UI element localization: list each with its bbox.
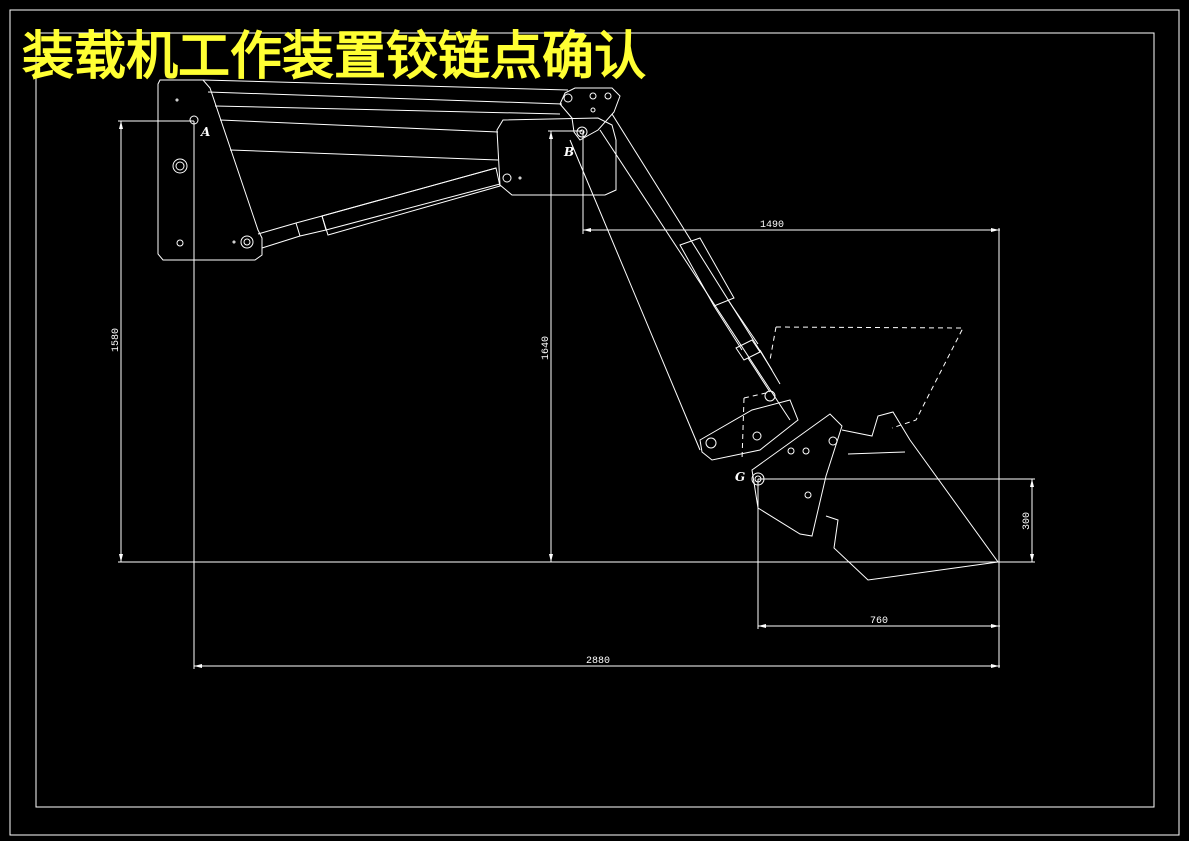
link-hole-2 bbox=[802, 447, 810, 455]
link-upper-2 bbox=[207, 91, 563, 105]
bracket-hole-1 bbox=[705, 437, 717, 449]
lift-cylinder-body bbox=[321, 167, 501, 236]
point-labels: A B G bbox=[200, 125, 745, 484]
phantom-edge bbox=[769, 326, 777, 361]
bell-crank bbox=[559, 87, 621, 141]
crank-hole-2 bbox=[589, 92, 597, 100]
tilt-rod-4 bbox=[759, 349, 781, 385]
link-upper-1 bbox=[202, 79, 569, 91]
boom-bracket bbox=[699, 399, 799, 461]
tilt-rod-2 bbox=[727, 299, 759, 345]
loader-mechanism bbox=[157, 79, 999, 581]
arrow-760-left bbox=[758, 624, 766, 628]
link-upper-4 bbox=[219, 119, 499, 133]
phantom-bucket bbox=[775, 326, 964, 429]
bucket-raised-phantom bbox=[741, 326, 964, 461]
arrow-2880-right bbox=[991, 664, 999, 668]
point-a-label: A bbox=[200, 125, 210, 139]
rocker-hole bbox=[502, 173, 512, 183]
tilt-rod-end bbox=[735, 339, 761, 361]
frame-dot-2 bbox=[232, 240, 236, 244]
phantom-edge-2 bbox=[741, 397, 745, 461]
phantom-edge-3 bbox=[743, 391, 771, 399]
link-hole-4 bbox=[804, 491, 812, 499]
dim-1640-label: 1640 bbox=[541, 336, 552, 360]
tilt-rod-1 bbox=[713, 305, 743, 351]
dimension-arrows bbox=[119, 121, 1034, 668]
dim-1580-label: 1580 bbox=[111, 328, 122, 352]
dim-1490-label: 1490 bbox=[760, 220, 784, 231]
bucket-outline bbox=[825, 411, 999, 581]
bucket-inner-1 bbox=[847, 451, 906, 455]
lift-piston-bot bbox=[325, 183, 501, 231]
frame-hole-cyl bbox=[240, 235, 254, 249]
arrow-1580-bot bbox=[119, 554, 123, 562]
tilt-cylinder-body bbox=[679, 237, 735, 307]
outer-border bbox=[9, 9, 1180, 836]
link-hole-3 bbox=[828, 436, 838, 446]
boom-edge-right bbox=[599, 129, 791, 421]
point-g-label: G bbox=[735, 470, 745, 484]
dimension-lines bbox=[118, 120, 1035, 669]
drawing-frame bbox=[9, 9, 1180, 836]
arrow-2880-left bbox=[194, 664, 202, 668]
arrow-760-right bbox=[991, 624, 999, 628]
point-b-label: B bbox=[563, 145, 574, 159]
boom-edge-left bbox=[569, 139, 701, 451]
pivot-b bbox=[576, 126, 588, 138]
arrow-300-bot bbox=[1030, 554, 1034, 562]
bracket-hole-3 bbox=[764, 390, 776, 402]
boom-link-inner bbox=[611, 113, 773, 371]
link-upper-3 bbox=[214, 105, 561, 115]
drawing-title: 装载机工作装置铰链点确认 bbox=[22, 26, 646, 87]
crank-hole-1 bbox=[563, 93, 573, 103]
arrow-300-top bbox=[1030, 479, 1034, 487]
frame-hole-inner bbox=[175, 161, 185, 171]
frame-hole-lower bbox=[176, 239, 184, 247]
link-hole-1 bbox=[787, 447, 795, 455]
dimension-labels: 1490 1580 1640 300 760 2880 bbox=[111, 220, 1033, 667]
arrow-1580-top bbox=[119, 121, 123, 129]
pivot-b-inner bbox=[579, 129, 585, 135]
link-middle bbox=[229, 149, 499, 161]
frame-hole-large bbox=[172, 158, 188, 174]
rocker-dot bbox=[518, 176, 522, 180]
crank-hole-3 bbox=[604, 92, 612, 100]
lift-rod-bot bbox=[261, 235, 301, 249]
bucket-link-plate bbox=[751, 413, 843, 537]
frame-hole-cyl-inner bbox=[243, 238, 251, 246]
crank-hole-4 bbox=[590, 107, 596, 113]
inner-border bbox=[35, 32, 1155, 808]
dim-2880-label: 2880 bbox=[586, 656, 610, 667]
arrow-1640-top bbox=[549, 131, 553, 139]
bracket-hole-2 bbox=[752, 431, 762, 441]
lift-rod-top bbox=[257, 222, 297, 235]
frame-plate bbox=[157, 79, 263, 261]
arrow-1490-left bbox=[583, 228, 591, 232]
tilt-rod-3 bbox=[747, 357, 771, 393]
lift-cylinder-small bbox=[295, 215, 327, 237]
arrow-1490-right bbox=[991, 228, 999, 232]
dim-760-label: 760 bbox=[870, 616, 888, 627]
dim-300-label: 300 bbox=[1022, 512, 1033, 530]
arrow-1640-bot bbox=[549, 554, 553, 562]
frame-dot bbox=[175, 98, 179, 102]
